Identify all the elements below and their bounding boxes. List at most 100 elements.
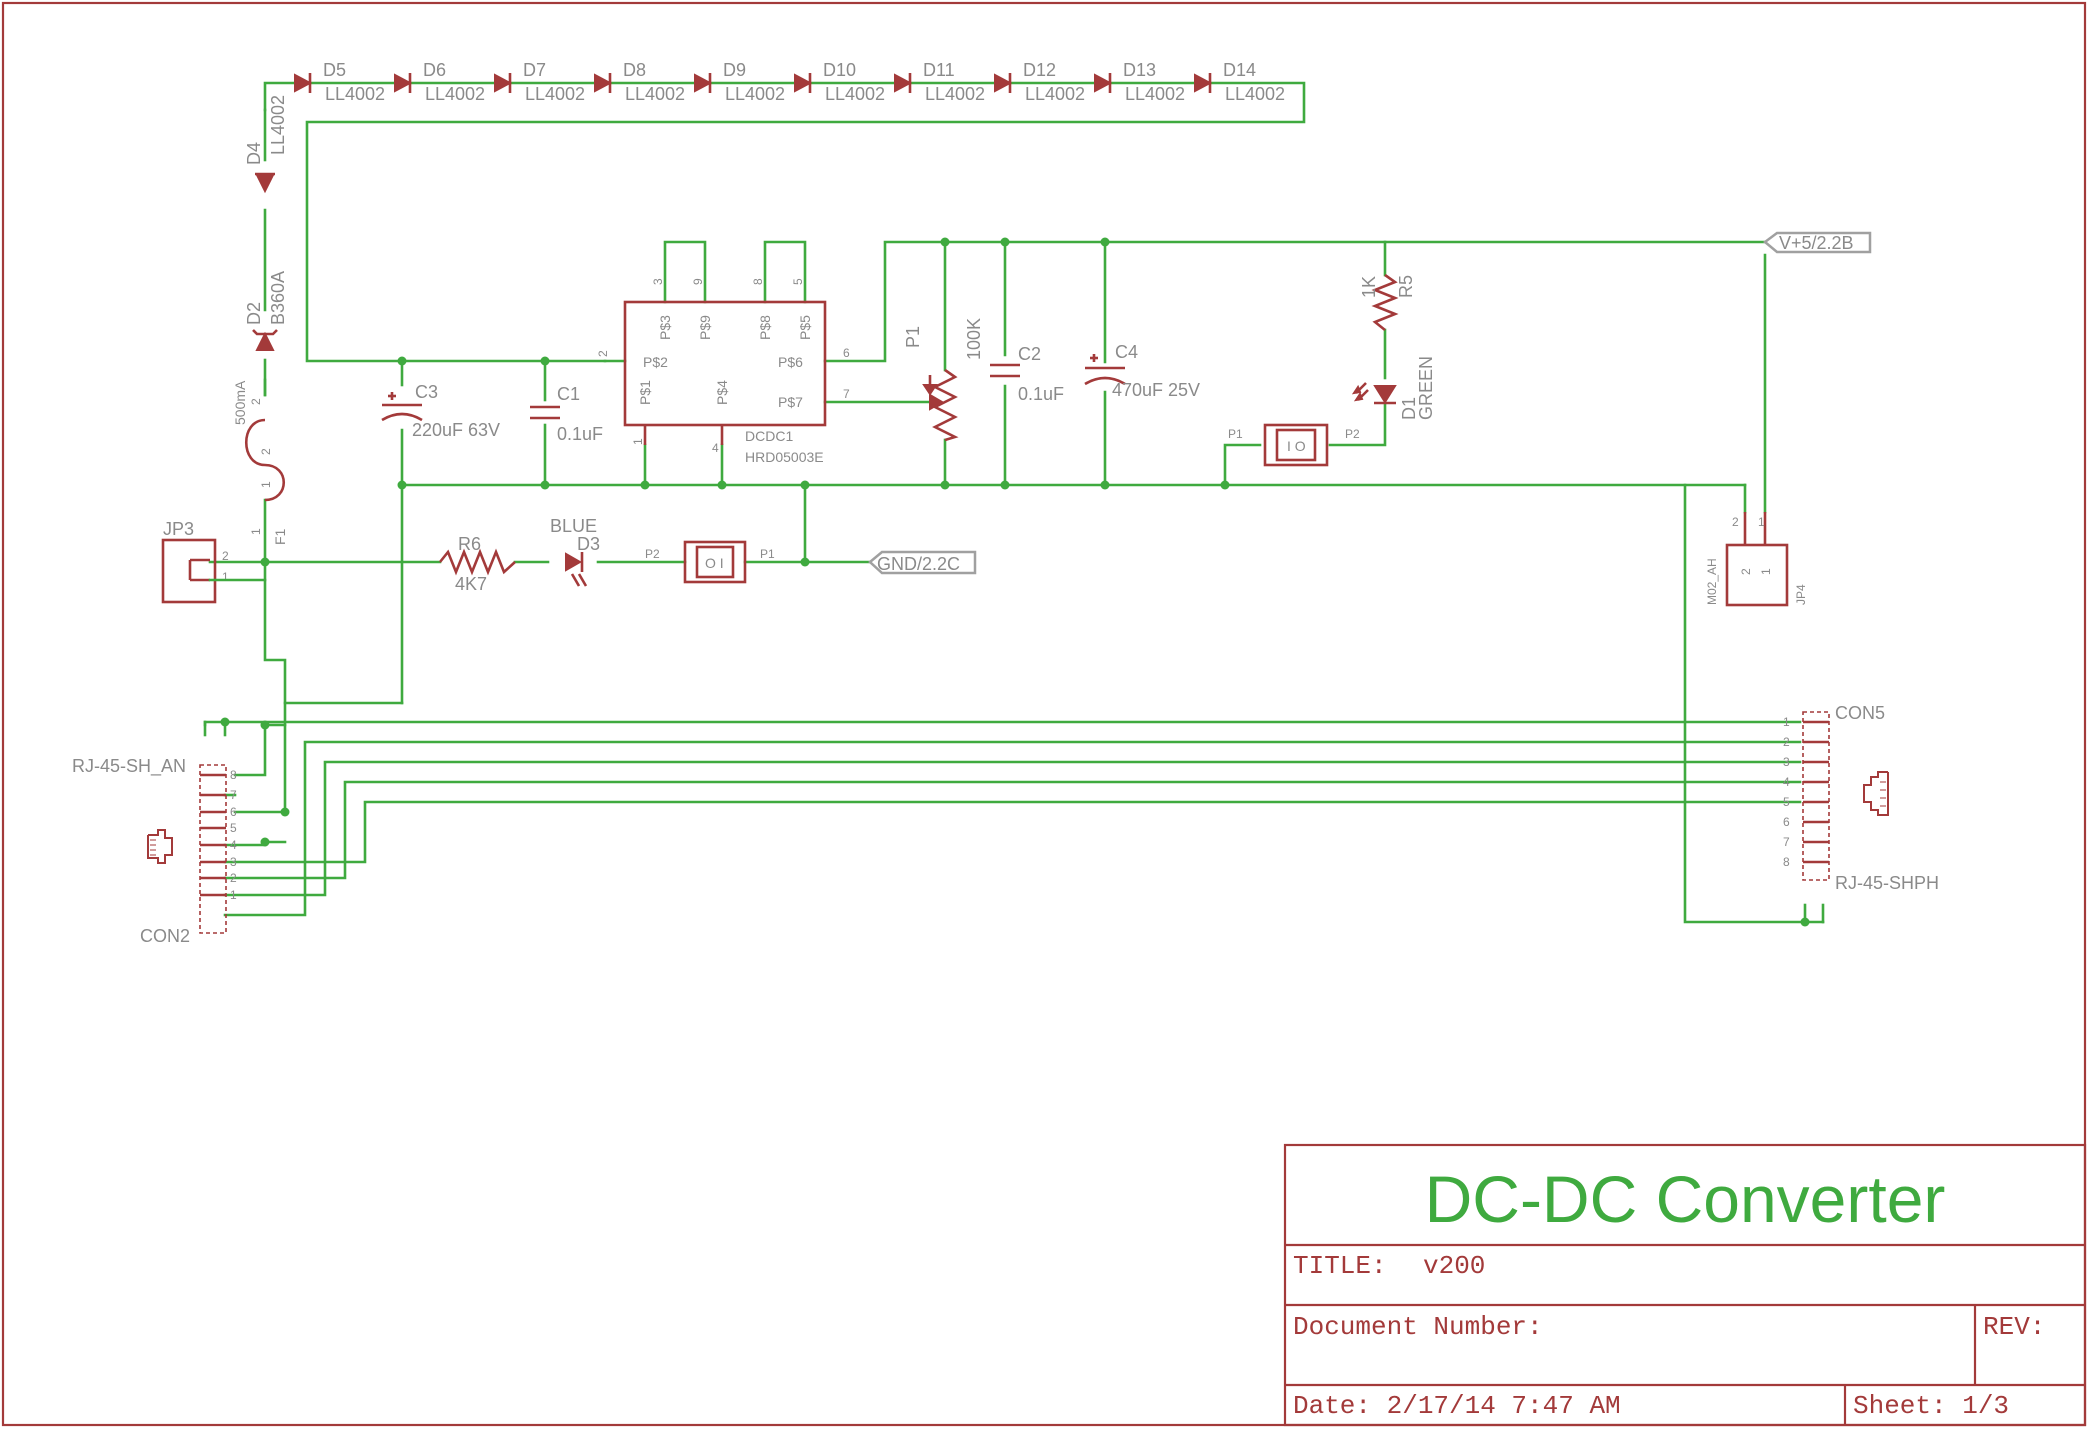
diode-ref: D11 [923,60,955,80]
diode-ref: D14 [1223,60,1256,80]
dcdc-n5: 5 [791,278,805,285]
dcdc-ref: DCDC1 [745,428,793,444]
dcdc-p3: P$3 [657,315,673,340]
con5-pin: 4 [1783,775,1790,789]
junctions [220,237,1810,927]
c1-value: 0.1uF [557,424,603,444]
dcdc-p7: P$7 [778,394,803,410]
con5-ref: CON5 [1835,703,1885,723]
dcdc-n1: 1 [631,438,645,445]
capacitor-c2: C2 0.1uF [990,344,1064,404]
title-heading: DC-DC Converter [1425,1162,1946,1236]
diode-value: LL4002 [625,84,685,104]
fuse-pin1-b: 1 [249,528,263,535]
d2-value: B360A [268,271,288,325]
jp4-header: 2 1 2 1 M02_AH JP4 [1705,512,1808,607]
diode-value: LL4002 [525,84,585,104]
diode-d4: D4 LL4002 [244,95,288,194]
diode-value: LL4002 [825,84,885,104]
diode-ref: D6 [423,60,446,80]
diode-value: LL4002 [925,84,985,104]
dcdc-p4: P$4 [714,380,730,405]
dcdc-p6: P$6 [778,354,803,370]
d3-value: BLUE [550,516,597,536]
c4-ref: C4 [1115,342,1138,362]
con5-pin: 1 [1783,715,1790,729]
c3-ref: C3 [415,382,438,402]
con5-pin: 5 [1783,795,1790,809]
document-number-label: Document Number: [1293,1312,1543,1342]
d1-value: GREEN [1416,356,1436,420]
dcdc-n7: 7 [843,387,850,401]
jp4-pin2: 2 [1739,568,1753,575]
p1-ref: P1 [903,326,923,348]
r6-ref: R6 [458,534,481,554]
jp3-ref: JP3 [163,519,194,539]
jp3-header: JP3 2 1 [161,519,229,604]
diode-value: LL4002 [425,84,485,104]
c2-value: 0.1uF [1018,384,1064,404]
con2-pin: 5 [230,821,237,835]
diode-value: LL4002 [1225,84,1285,104]
vplus-flag: V+5/2.2B [1762,231,1872,254]
con2-value: RJ-45-SH_AN [72,756,186,777]
rj45-left-jack-icon [147,829,173,864]
con2-pin: 2 [230,871,237,885]
diode-ref: D9 [723,60,746,80]
potentiometer-p1: P1 100K [903,318,984,442]
diode-d2: D2 B360A [244,271,288,351]
r5-value: 1K [1359,276,1379,298]
diode-ref: D13 [1123,60,1156,80]
con2-pin: 4 [230,838,237,852]
dcdc-module: P$3 P$9 P$8 P$5 P$2 P$6 P$7 P$1 P$4 3 9 … [596,278,850,465]
jumper-left: O I P2 P1 [645,540,775,584]
diode-ref: D12 [1023,60,1056,80]
c4-value: 470uF 25V [1112,380,1200,400]
con2-ref: CON2 [140,926,190,946]
dcdc-n4: 4 [712,441,719,455]
capacitor-c1: C1 0.1uF [530,384,603,444]
title-label: TITLE: [1293,1251,1387,1281]
diode-ref: D10 [823,60,856,80]
con2-pin: 1 [230,888,237,902]
resistor-r5: 1K R5 [1359,273,1416,332]
d2-ref: D2 [244,302,264,325]
con5-pin: 7 [1783,835,1790,849]
con2-pin: 3 [230,855,237,869]
d1-ref: D1 [1399,397,1419,420]
fuse-f1: 500mA 2 2 1 1 F1 [232,380,288,545]
title-value: v200 [1423,1251,1485,1281]
c3-value: 220uF 63V [412,420,500,440]
fuse-pin1: 1 [259,481,273,488]
date-text: Date: 2/17/14 7:47 AM [1293,1391,1621,1421]
c1-ref: C1 [557,384,580,404]
dcdc-n6: 6 [843,346,850,360]
con5-pin: 8 [1783,855,1790,869]
con2-pin: 6 [230,805,237,819]
led-d3: BLUE D3 [550,516,600,587]
dcdc-n2: 2 [596,350,610,357]
jumper-right: I O P1 P2 [1228,423,1360,467]
jp4-ref: JP4 [1794,584,1808,605]
jp4-value: M02_AH [1705,558,1719,605]
dcdc-p1: P$1 [637,380,653,405]
con5-pin: 3 [1783,755,1790,769]
con5-pin: 2 [1783,735,1790,749]
con5-value: RJ-45-SHPH [1835,873,1939,893]
wires [203,81,1825,924]
jp4-pin1: 1 [1759,568,1773,575]
jp3-pin1: 1 [222,570,229,584]
rev-label: REV: [1983,1312,2045,1342]
p1-value: 100K [964,318,984,360]
vplus-label: V+5/2.2B [1779,233,1854,253]
jumper-left-mark: O I [705,555,724,571]
